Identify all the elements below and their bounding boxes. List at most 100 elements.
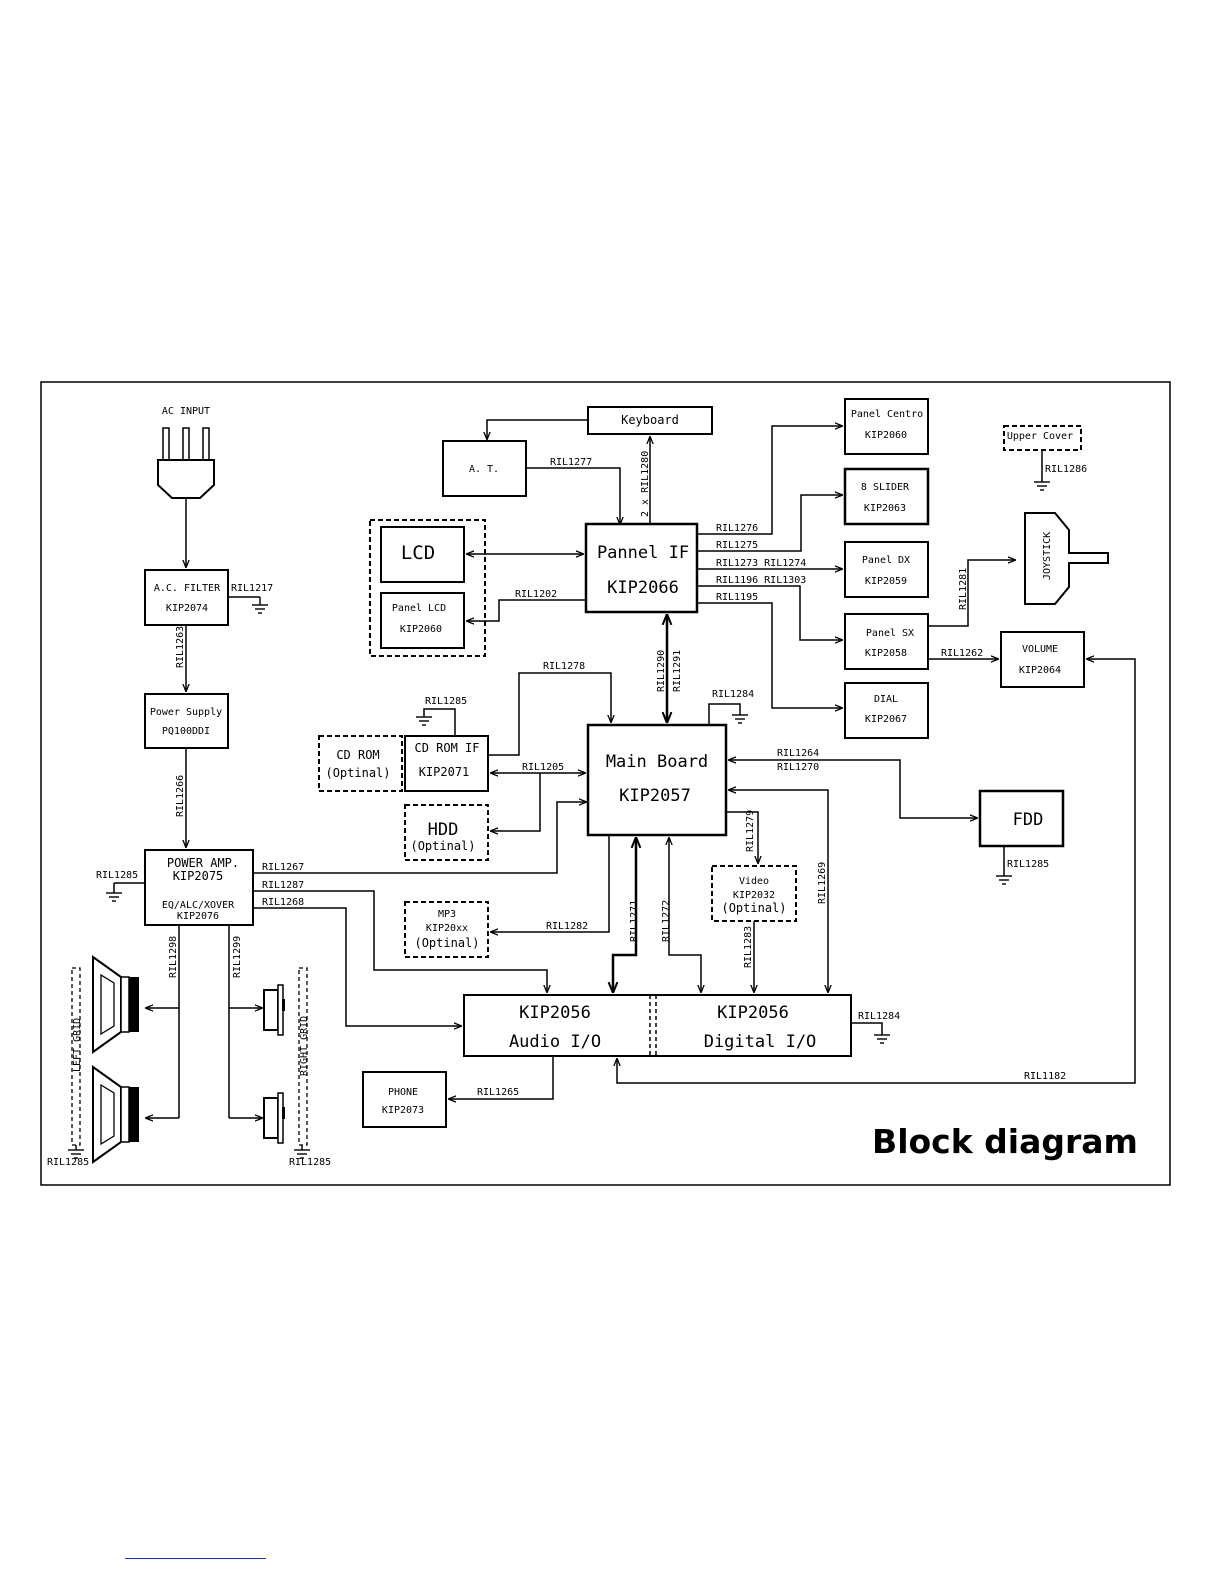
video-cable-in: RIL1279 [745, 810, 756, 852]
video-block: Video KIP2032 (Optinal) [711, 865, 797, 922]
video-code: KIP2032 [733, 890, 775, 901]
diagram-frame [40, 381, 1171, 1186]
panel-sx-cable: RIL1196 RIL1303 [716, 575, 806, 586]
keyboard-cable: 2 x RIL1280 [640, 451, 651, 517]
mp3-code: KIP20xx [426, 923, 468, 934]
video-cable-out: RIL1283 [743, 926, 754, 968]
fdd-name: FDD [1013, 810, 1044, 830]
panel-sx-name: Panel SX [866, 628, 914, 639]
cd-rom-if-code: KIP2071 [419, 765, 470, 779]
video-opt: (Optinal) [721, 901, 786, 915]
panel-lcd-cable: RIL1202 [515, 589, 557, 600]
at-block: A. T. [442, 440, 527, 497]
panel-centro-name: Panel Centro [851, 409, 923, 420]
ground-icon [252, 597, 268, 614]
left-grid-cable: RIL1285 [47, 1157, 89, 1168]
left-speaker-icon [92, 1065, 139, 1164]
ground-icon [874, 1034, 890, 1044]
fdd-cable-2: RIL1270 [777, 762, 819, 773]
ac-plug-icon [157, 427, 215, 499]
dial-name: DIAL [874, 694, 898, 705]
pannel-if-block: Pannel IF KIP2066 [584, 522, 699, 614]
panel-lcd-block: Panel LCD KIP2060 [380, 592, 465, 649]
psu-code: PQ100DDI [162, 726, 210, 737]
slider-name: 8 SLIDER [861, 482, 910, 493]
ac-psu-cable: RIL1263 [175, 626, 186, 668]
phone-cable: RIL1265 [477, 1087, 519, 1098]
left-grid-label: LEFT GRID [72, 1018, 83, 1072]
panel-centro-block: Panel Centro KIP2060 [844, 398, 929, 455]
amp-cable-left: RIL1298 [168, 936, 179, 978]
lcd-block: LCD [380, 526, 465, 583]
amp-cable-main: RIL1267 [262, 862, 304, 873]
hdd-name: HDD [428, 820, 459, 840]
kip2056-ground-cable: RIL1284 [858, 1011, 900, 1022]
if-main-cable-2: RIL1291 [672, 650, 683, 692]
cd-rom-if-block: CD ROM IF KIP2071 [404, 735, 489, 792]
panel-centro-cable: RIL1276 [716, 523, 758, 534]
cd-rom-opt: (Optinal) [325, 766, 390, 780]
fdd-cable-1: RIL1264 [777, 748, 819, 759]
power-supply-block: Power Supply PQ100DDI [144, 693, 229, 749]
keyboard-block: Keyboard [587, 406, 713, 435]
panel-dx-block: Panel DX KIP2059 [844, 541, 929, 598]
kip2056-digital-name: Digital I/O [704, 1032, 817, 1052]
volume-name: VOLUME [1022, 644, 1058, 655]
right-tweeter-icon [263, 984, 285, 1036]
right-grid: RIGHT GRID RIL1285 [289, 967, 331, 1168]
ac-filter-name: A.C. FILTER [154, 583, 221, 594]
cd-rom-if-name: CD ROM IF [414, 741, 479, 755]
dial-code: KIP2067 [865, 714, 907, 725]
panel-dx-cable: RIL1273 RIL1274 [716, 558, 806, 569]
main-board-ground-cable: RIL1284 [712, 689, 754, 700]
volume-block: VOLUME KIP2064 [1000, 631, 1085, 688]
panel-lcd-name: Panel LCD [392, 603, 446, 614]
psu-amp-cable: RIL1266 [175, 775, 186, 817]
main-board-code: KIP2057 [619, 786, 691, 806]
power-amp-subcode: KIP2076 [177, 911, 219, 922]
upper-cover-block: Upper Cover [1003, 425, 1082, 451]
at-label: A. T. [469, 464, 499, 475]
video-name: Video [739, 876, 769, 887]
pannel-if-name: Pannel IF [597, 543, 689, 563]
power-amp-sub: EQ/ALC/XOVER [162, 900, 235, 911]
right-tweeter-icon [263, 1092, 285, 1144]
main-board-name: Main Board [606, 752, 708, 772]
keyboard-label: Keyboard [621, 413, 679, 427]
psu-name: Power Supply [150, 707, 222, 718]
panel-dx-name: Panel DX [862, 555, 910, 566]
volume-cable: RIL1262 [941, 648, 983, 659]
power-amp-code: KIP2075 [173, 869, 224, 883]
cd-rom-if-ground-cable: RIL1285 [425, 696, 467, 707]
main-board-block: Main Board KIP2057 [586, 723, 728, 837]
panel-sx-block: Panel SX KIP2058 [844, 613, 929, 670]
pannel-if-code: KIP2066 [607, 578, 679, 598]
ground-icon [996, 875, 1012, 885]
ground-icon [416, 716, 432, 726]
power-amp-block: POWER AMP. KIP2075 EQ/ALC/XOVER KIP2076 [144, 849, 254, 926]
right-grid-cable: RIL1285 [289, 1157, 331, 1168]
mp3-name: MP3 [438, 909, 456, 920]
left-speaker-icon [92, 955, 139, 1054]
dial-cable: RIL1195 [716, 592, 758, 603]
mp3-block: MP3 KIP20xx (Optinal) [404, 901, 489, 958]
upper-cover-cable: RIL1286 [1045, 464, 1087, 475]
left-grid: LEFT GRID RIL1285 [47, 967, 89, 1168]
fdd-ground-cable: RIL1285 [1007, 859, 1049, 870]
amp-cable-digital: RIL1287 [262, 880, 304, 891]
slider-cable: RIL1275 [716, 540, 758, 551]
at-cable: RIL1277 [550, 457, 592, 468]
ground-icon [106, 892, 122, 902]
power-amp-name: POWER AMP. [167, 856, 239, 870]
panel-lcd-code: KIP2060 [400, 624, 442, 635]
hdd-block: HDD (Optinal) [404, 804, 489, 861]
diagram-title: Block diagram [872, 1122, 1138, 1161]
ground-icon [1034, 481, 1050, 491]
volume-code: KIP2064 [1019, 665, 1061, 676]
ac-filter-block: A.C. FILTER KIP2074 [144, 569, 229, 626]
ac-filter-cable: RIL1217 [231, 583, 273, 594]
main-digital-right-cable: RIL1269 [817, 862, 828, 904]
mp3-opt: (Optinal) [414, 936, 479, 950]
ground-icon [732, 714, 748, 724]
